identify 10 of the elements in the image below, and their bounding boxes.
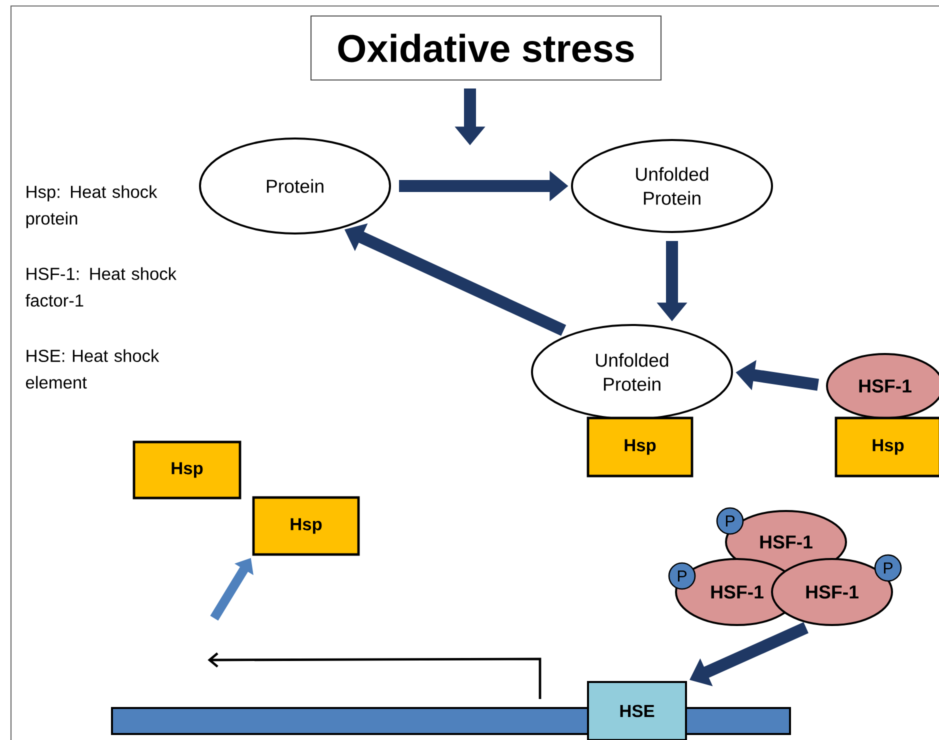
glossary-text: HSE: Heat shock element bbox=[26, 349, 160, 389]
title-box: Oxidative stress bbox=[310, 15, 662, 81]
hse-box: HSE bbox=[587, 681, 687, 740]
glossary-text: HSF-1: Heat shock factor-1 bbox=[26, 267, 177, 307]
hsp-box: Hsp bbox=[132, 440, 242, 500]
arrow bbox=[208, 652, 542, 699]
hsp-box: Hsp bbox=[834, 416, 939, 478]
hsp-box: Hsp bbox=[586, 416, 694, 478]
hsp-box: Hsp bbox=[252, 496, 360, 556]
glossary-text: Hsp: Heat shock protein bbox=[26, 185, 158, 228]
